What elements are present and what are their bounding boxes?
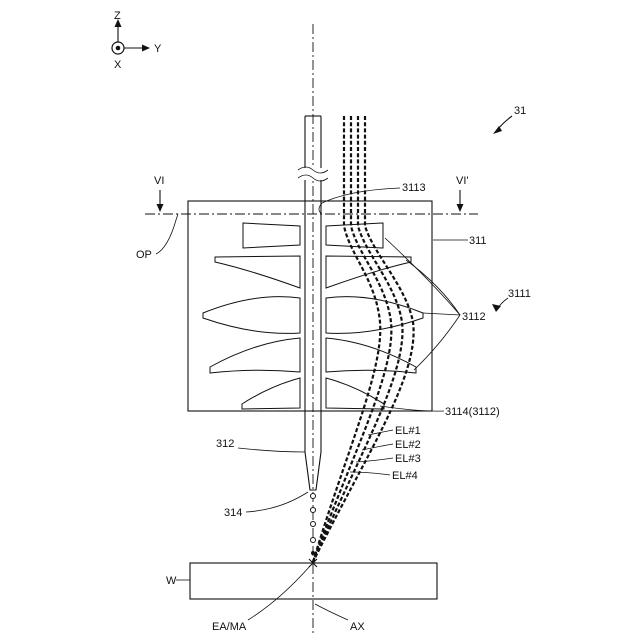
vi-right-arrowhead bbox=[457, 204, 464, 212]
right-electrode-2 bbox=[326, 256, 411, 288]
label-vi-right: VI' bbox=[456, 175, 469, 187]
label-vi-left: VI bbox=[154, 175, 164, 187]
left-electrode-3 bbox=[203, 297, 300, 334]
label-el4: EL#4 bbox=[392, 470, 418, 482]
leader-3114 bbox=[380, 406, 444, 411]
label-31: 31 bbox=[514, 105, 526, 117]
right-electrodes bbox=[326, 223, 423, 409]
left-electrode-1 bbox=[243, 223, 300, 248]
y-arrowhead bbox=[142, 45, 150, 52]
leader-3111 bbox=[497, 298, 508, 309]
coordinate-indicator: Z Y X bbox=[112, 10, 162, 71]
z-axis-label: Z bbox=[114, 10, 121, 22]
tip-emission-drops bbox=[311, 494, 316, 556]
label-3111: 3111 bbox=[508, 288, 531, 300]
wafer-w bbox=[190, 563, 437, 599]
right-electrode-3 bbox=[326, 297, 423, 334]
leader-312 bbox=[238, 448, 305, 452]
leader-ea-ma bbox=[248, 566, 310, 620]
leader-el4 bbox=[350, 472, 390, 475]
label-ax: AX bbox=[350, 621, 365, 633]
left-electrodes bbox=[203, 223, 300, 409]
label-311: 311 bbox=[469, 235, 487, 247]
label-3114: 3114(3112) bbox=[445, 406, 500, 418]
leader-ax bbox=[315, 604, 348, 620]
vi-left-arrowhead bbox=[157, 204, 164, 212]
label-ea-ma: EA/MA bbox=[212, 621, 247, 633]
label-3112: 3112 bbox=[462, 311, 486, 323]
leader-op bbox=[156, 214, 178, 254]
label-314: 314 bbox=[224, 507, 242, 519]
label-w: W bbox=[166, 575, 177, 587]
arrowhead-31 bbox=[493, 126, 502, 134]
leader-3112-b bbox=[406, 260, 460, 315]
drop-3 bbox=[311, 522, 316, 527]
leader-314 bbox=[246, 492, 308, 512]
x-axis-label: X bbox=[114, 59, 122, 71]
x-axis-dot bbox=[116, 46, 121, 51]
left-electrode-2 bbox=[215, 256, 300, 288]
left-electrode-4 bbox=[210, 338, 300, 373]
leader-el2 bbox=[362, 444, 393, 450]
label-el3: EL#3 bbox=[395, 453, 421, 465]
leader-3112-d bbox=[414, 315, 460, 370]
label-el2: EL#2 bbox=[395, 439, 421, 451]
drop-4 bbox=[311, 538, 316, 543]
drop-2 bbox=[311, 508, 316, 513]
leader-3112-c bbox=[423, 313, 460, 315]
label-312: 312 bbox=[216, 438, 234, 450]
label-3113: 3113 bbox=[402, 182, 426, 194]
leader-el3 bbox=[356, 458, 393, 462]
y-axis-label: Y bbox=[154, 43, 162, 55]
label-op: OP bbox=[136, 249, 152, 261]
label-el1: EL#1 bbox=[395, 425, 421, 437]
drop-1 bbox=[311, 494, 316, 499]
left-electrode-5 bbox=[242, 378, 300, 409]
